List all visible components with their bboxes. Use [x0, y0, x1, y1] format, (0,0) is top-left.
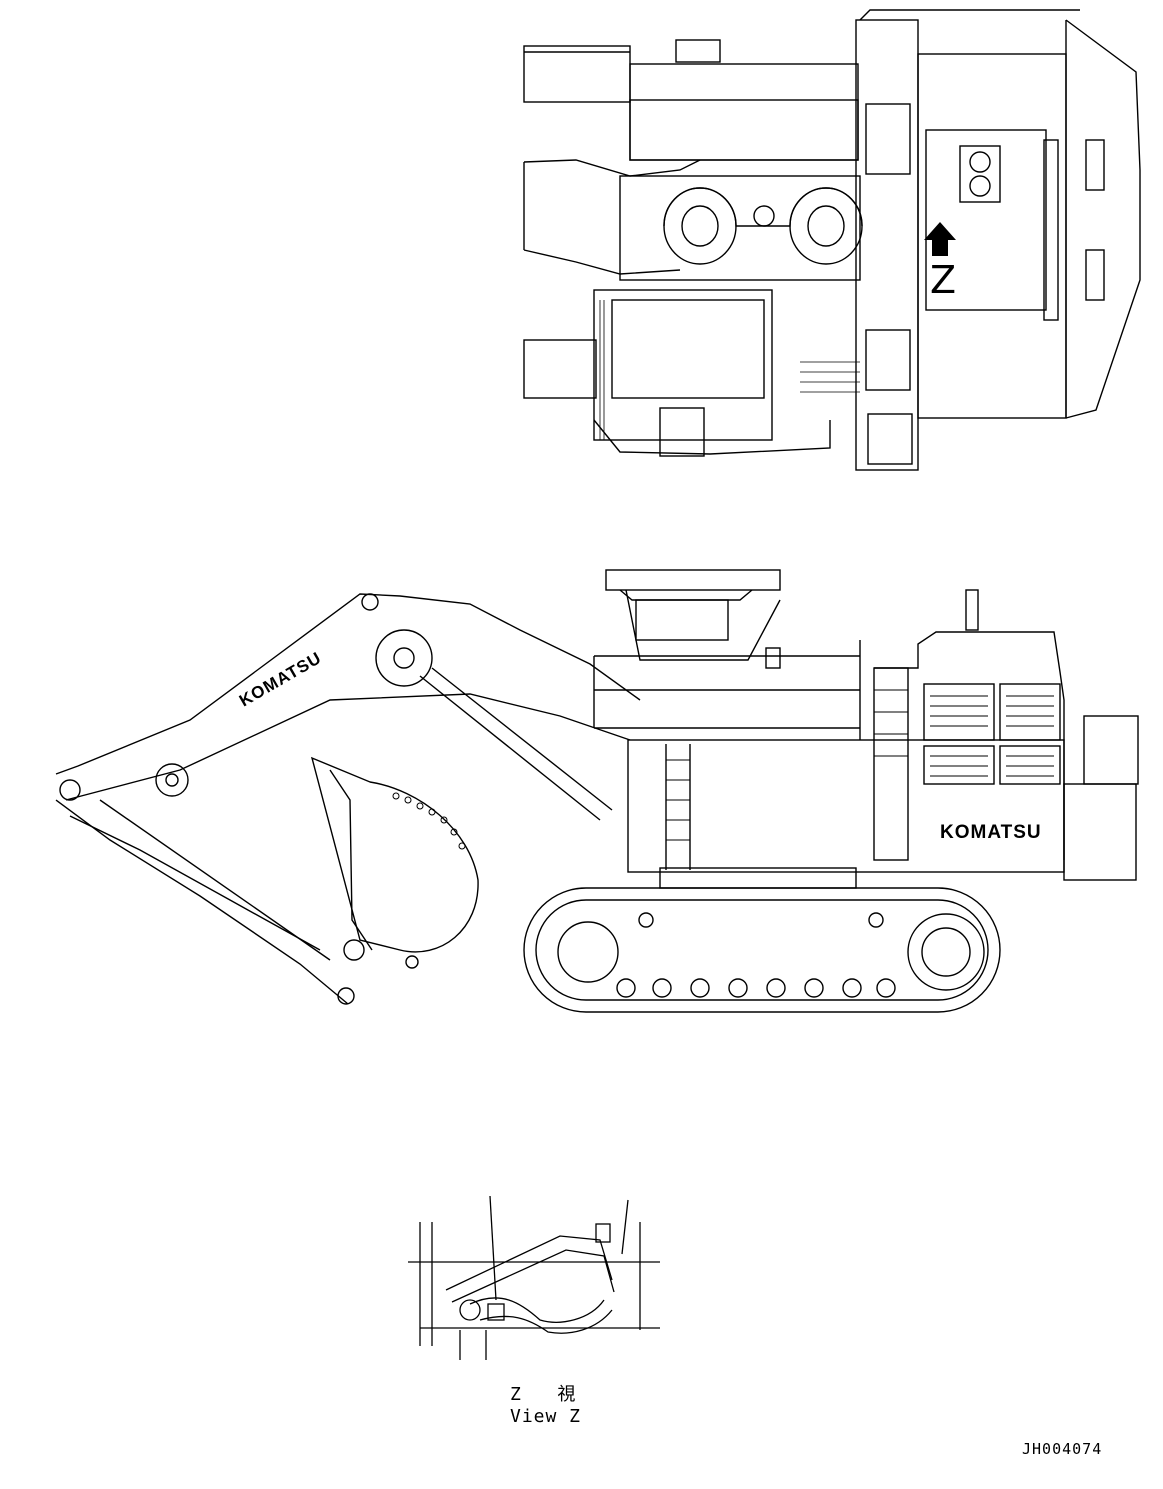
detail-view-label-jp: Z 視 [510, 1384, 577, 1405]
drawing-code: JH004074 [1022, 1440, 1103, 1458]
body-brand-label: KOMATSU [940, 822, 1042, 843]
detail-view-label-en: View Z [510, 1406, 582, 1427]
z-view-marker-label: Z [930, 258, 958, 302]
